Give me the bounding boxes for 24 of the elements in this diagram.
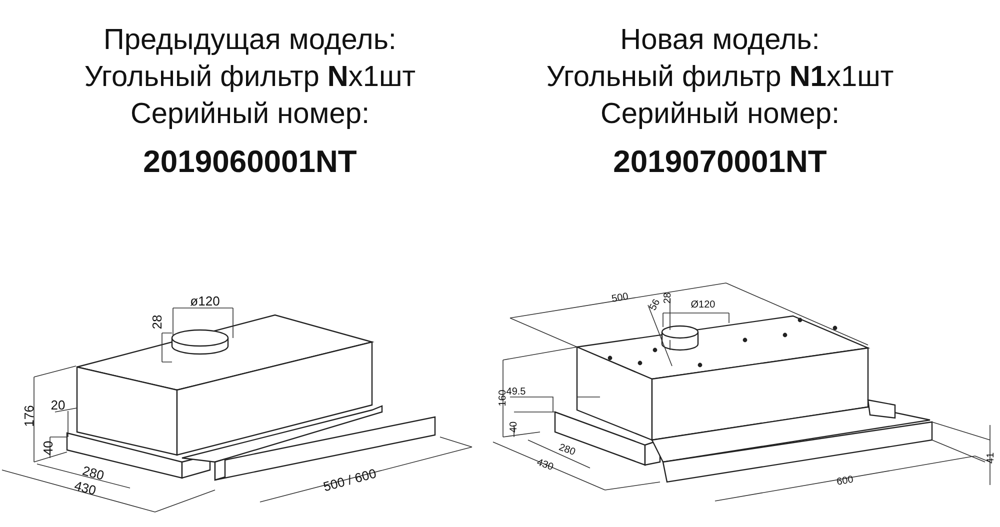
dimension-label: 41 <box>986 452 997 464</box>
dimension-label: 40 <box>508 421 520 433</box>
dimension-label: 28 <box>149 314 164 330</box>
dimension-label: 500 / 600 <box>322 466 378 494</box>
heading-text: Предыдущая модель: <box>103 23 396 58</box>
dimension-label: 280 <box>557 442 577 458</box>
dimension-label: 56 <box>648 298 663 313</box>
dimension-label: Ø120 <box>690 300 716 311</box>
dimension-label: 40 <box>40 440 56 456</box>
heading-text: Серийный номер: <box>130 97 370 132</box>
dimension-label: 600 <box>836 474 854 488</box>
serial-number: 2019070001NT <box>613 143 827 182</box>
dimension-label: 28 <box>662 292 674 304</box>
heading-text: Серийный номер: <box>600 97 840 132</box>
dimension-label: 176 <box>21 405 36 427</box>
heading-text: Угольный фильтр N1x1шт <box>546 60 894 96</box>
dimension-label: 49.5 <box>506 386 526 398</box>
dimension-label: 20 <box>50 397 66 412</box>
serial-number: 2019060001NT <box>143 143 357 182</box>
dimension-label: 500 <box>610 291 630 305</box>
heading-text: Угольный фильтр Nx1шт <box>84 60 416 96</box>
dimension-label: 430 <box>535 457 555 474</box>
heading-text: Новая модель: <box>620 23 820 58</box>
dimension-label: ø120 <box>190 293 220 308</box>
